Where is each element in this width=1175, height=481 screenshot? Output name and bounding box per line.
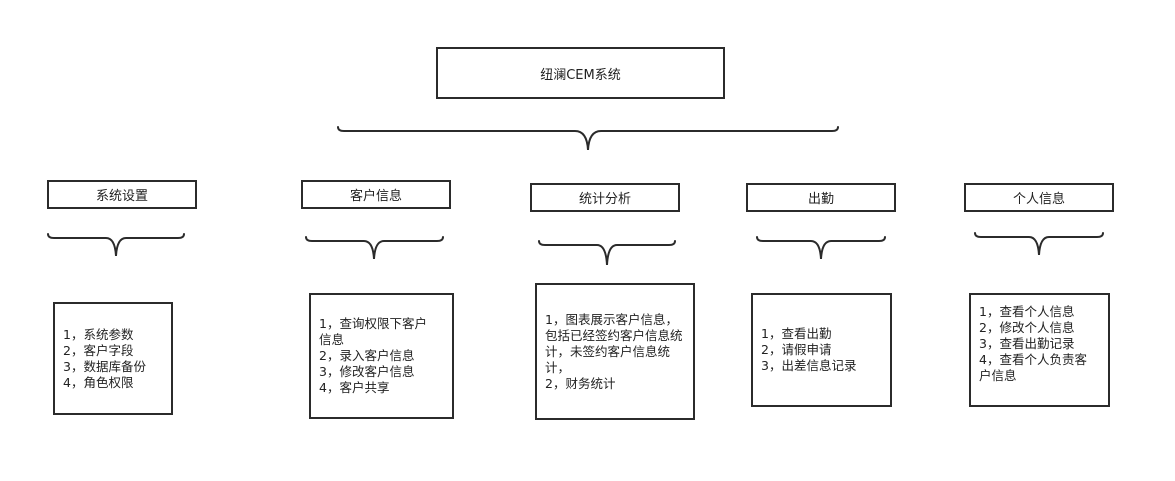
detail-item: 1，查看个人信息 [979,304,1075,319]
category-stats: 统计分析 [530,183,680,212]
root-brace [337,126,839,151]
detail-item: 3，修改客户信息 [319,364,415,379]
category-attendance-label: 出勤 [807,192,834,207]
detail-item: 2，财务统计 [545,375,616,391]
detail-card-personal: 1，查看个人信息 2，修改个人信息 3，查看出勤记录 4，查看个人负责客户信息 [969,293,1110,407]
detail-item: 1，查看出勤 [761,326,832,341]
detail-item: 2，客户字段 [63,342,134,358]
detail-item: 3，数据库备份 [63,358,146,374]
detail-card-attendance: 1，查看出勤 2，请假申请 3，出差信息记录 [751,293,892,407]
detail-item: 4，查看个人负责客户信息 [979,352,1087,383]
detail-item: 3，查看出勤记录 [979,336,1075,351]
detail-item: 1，查询权限下客户信息 [319,316,427,347]
category-system-label: 系统设置 [95,189,148,204]
root-label: 纽澜CEM系统 [540,67,621,83]
detail-item: 4，客户共享 [319,380,390,395]
detail-item: 2，修改个人信息 [979,320,1075,335]
root-node: 纽澜CEM系统 [436,47,725,99]
brace-stats [538,240,676,266]
detail-card-customer: 1，查询权限下客户信息 2，录入客户信息 3，修改客户信息 4，客户共享 [309,293,454,419]
category-personal-label: 个人信息 [1012,192,1065,207]
category-personal: 个人信息 [964,183,1114,212]
brace-customer [305,236,444,260]
category-customer-label: 客户信息 [349,189,402,204]
detail-item: 1，系统参数 [63,326,134,342]
category-attendance: 出勤 [746,183,896,212]
detail-item: 1，图表展示客户信息，包括已经签约客户信息统计，未签约客户信息统计， [545,311,683,375]
brace-attendance [756,236,886,260]
category-stats-label: 统计分析 [578,192,631,207]
category-customer: 客户信息 [301,180,451,209]
detail-item: 4，角色权限 [63,374,134,390]
detail-item: 2，录入客户信息 [319,348,415,363]
brace-personal [974,232,1104,256]
detail-card-stats: 1，图表展示客户信息，包括已经签约客户信息统计，未签约客户信息统计， 2，财务统… [535,283,695,420]
detail-item: 2，请假申请 [761,342,832,357]
category-system: 系统设置 [47,180,197,209]
detail-card-system: 1，系统参数 2，客户字段 3，数据库备份 4，角色权限 [53,302,173,415]
detail-item: 3，出差信息记录 [761,358,857,373]
brace-system [47,233,185,257]
